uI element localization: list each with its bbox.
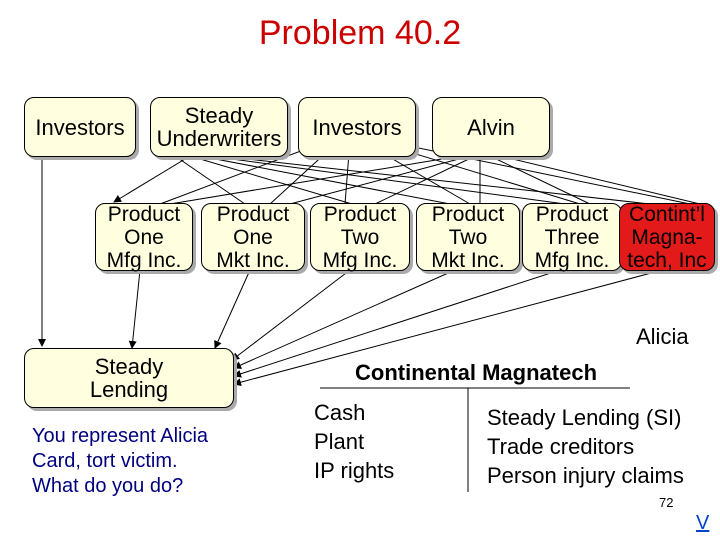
underwriters-box: Steady Underwriters — [150, 97, 288, 157]
lending-label: Steady Lending — [89, 354, 169, 402]
page-title: Problem 40.2 — [258, 14, 462, 52]
note-text: You represent Alicia Card, tort victim. … — [32, 425, 209, 497]
investors-right-box: Investors — [298, 97, 416, 157]
company-label: Product One Mfg Inc. — [106, 202, 182, 272]
company-box-6: Contint’l Magna- tech, Inc — [619, 202, 715, 272]
investors-left-box: Investors — [24, 97, 136, 157]
balance-sheet-assets: Cash Plant IP rights — [314, 400, 395, 483]
company-box-3: Product Two Mfg Inc. — [310, 202, 410, 272]
company-label: Product Two Mkt Inc. — [431, 202, 505, 272]
investors-left-label: Investors — [35, 114, 125, 140]
company-label: Product Two Mfg Inc. — [322, 202, 398, 272]
alvin-box: Alvin — [432, 97, 550, 157]
nav-link[interactable]: V — [696, 512, 710, 534]
underwriters-label: Steady Underwriters — [156, 103, 282, 151]
company-box-5: Product Three Mfg Inc. — [522, 202, 622, 272]
balance-sheet-title: Continental Magnatech — [355, 360, 598, 385]
company-box-2: Product One Mkt Inc. — [201, 202, 305, 272]
company-box-4: Product Two Mkt Inc. — [416, 202, 520, 272]
company-label: Product One Mkt Inc. — [216, 202, 290, 272]
balance-sheet-liabilities: Steady Lending (SI) Trade creditors Pers… — [487, 405, 684, 488]
lending-box: Steady Lending — [24, 348, 234, 408]
company-label: Product Three Mfg Inc. — [534, 202, 610, 272]
slide-number: 72 — [659, 495, 674, 510]
company-box-1: Product One Mfg Inc. — [95, 202, 193, 272]
company-label: Contint’l Magna- tech, Inc — [627, 202, 707, 272]
investors-right-label: Investors — [312, 114, 402, 140]
alicia-label: Alicia — [636, 324, 689, 349]
alvin-label: Alvin — [467, 114, 515, 140]
